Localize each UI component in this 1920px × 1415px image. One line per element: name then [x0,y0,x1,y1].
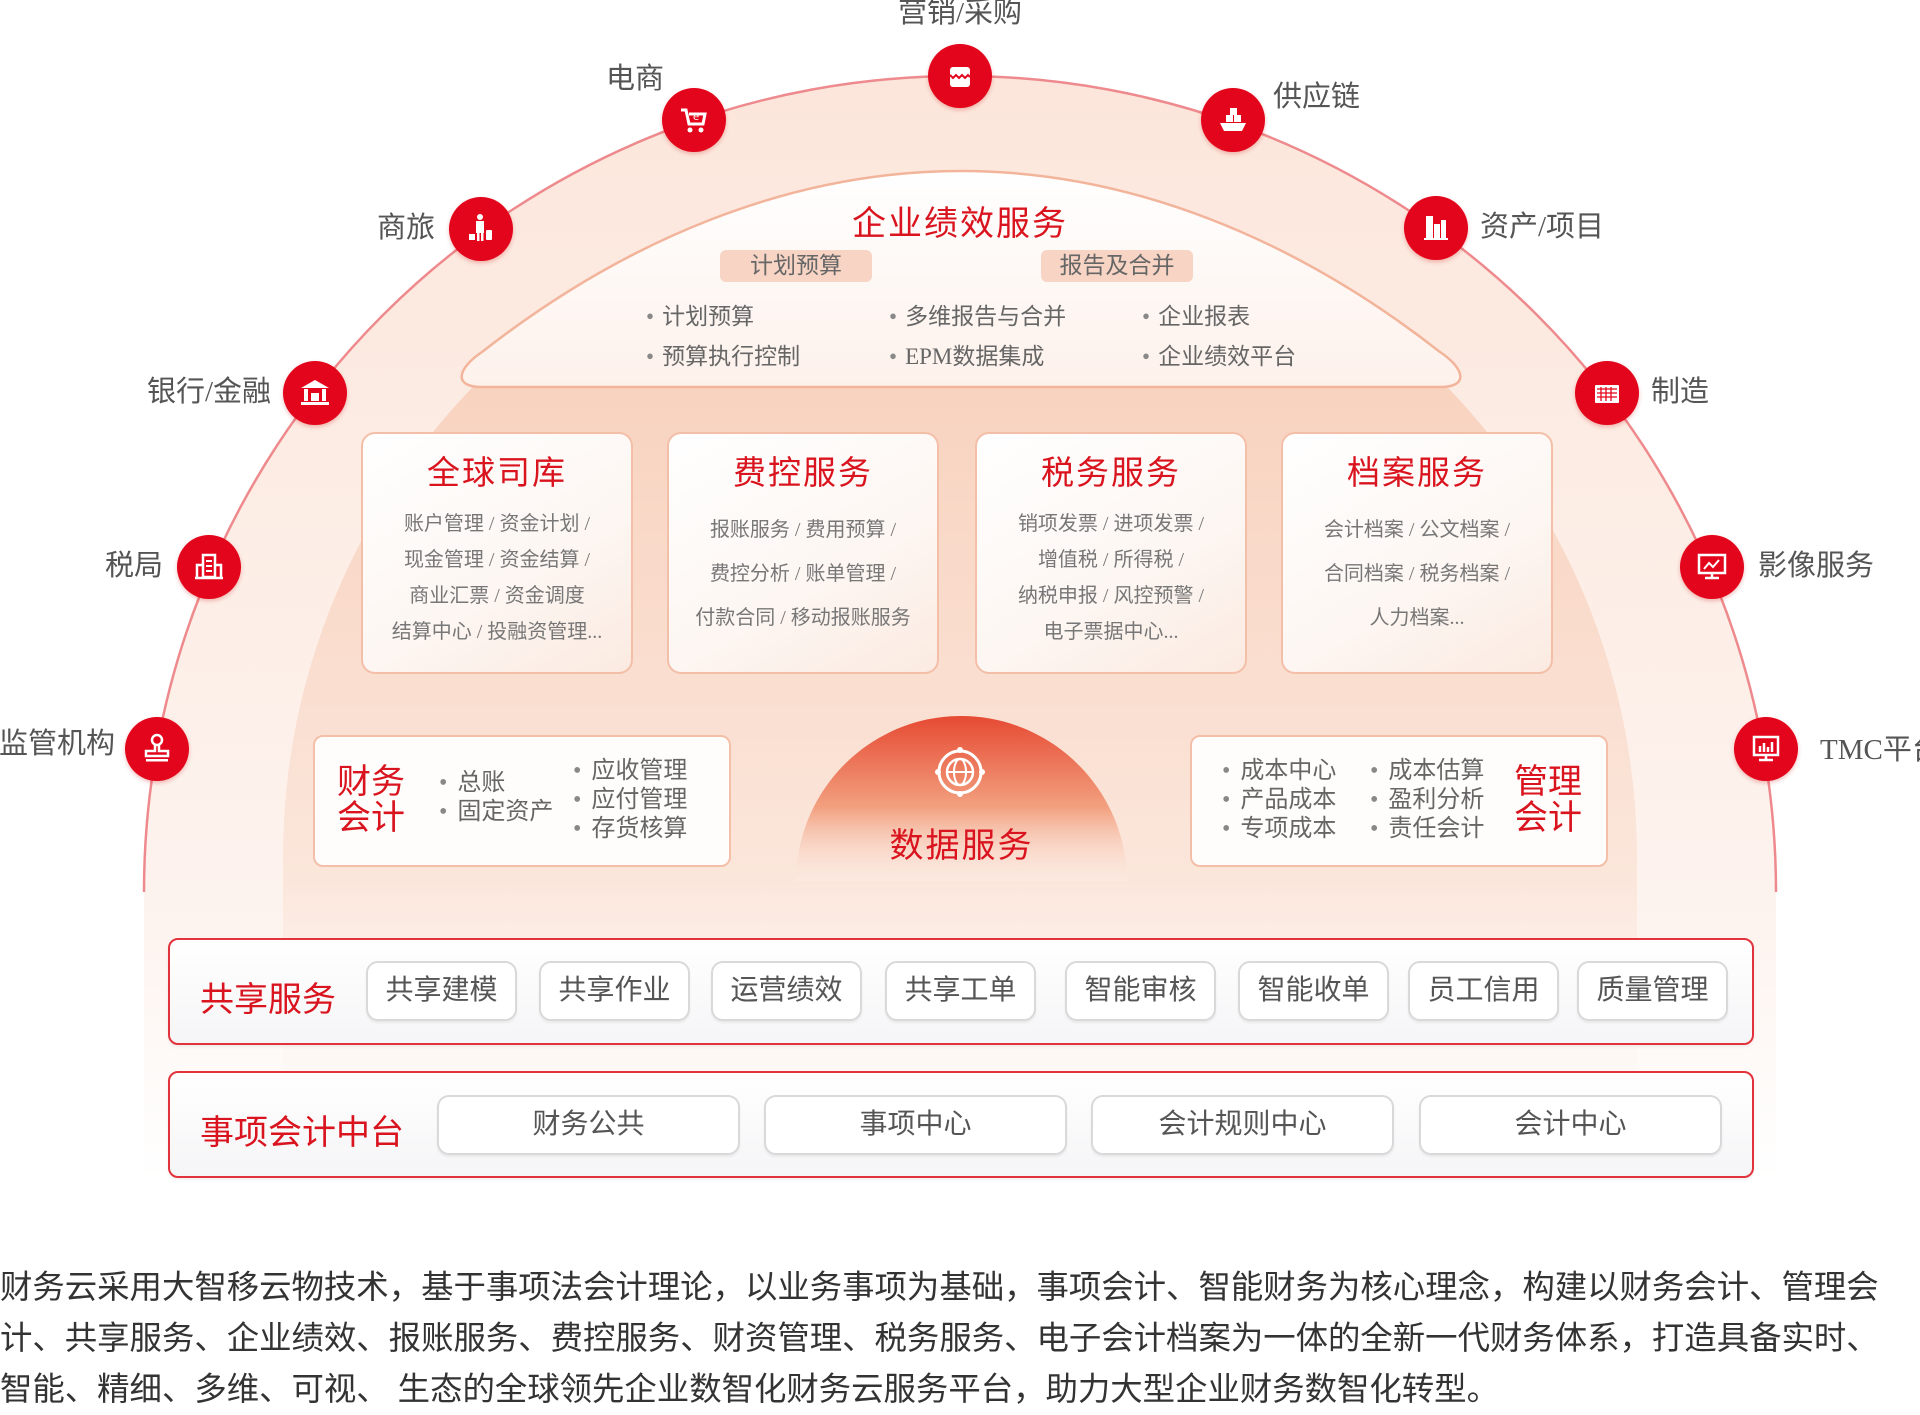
bank-icon [283,361,347,425]
matter-accounting-platform-bar: 事项会计中台 财务公共事项中心会计规则中心会计中心 [168,1071,1754,1178]
shopping-cart-icon: e [662,88,726,152]
card-line: 现金管理 / 资金结算 / [403,549,591,571]
accounting-item: 固定资产 [439,798,553,827]
module-button[interactable]: 会计规则中心 [1091,1095,1394,1155]
data-service-title: 数据服务 [889,828,1034,865]
shared-services-label: 共享服务 [200,982,336,1019]
card-line: 销项发票 / 进项发票 / [1017,513,1205,535]
traveler-luggage-icon [449,197,513,261]
module-button[interactable]: 质量管理 [1577,961,1728,1021]
card-line: 会计档案 / 公文档案 / [1323,519,1511,541]
card-line: 结算中心 / 投融资管理... [391,621,603,643]
buildings-icon [1404,196,1468,260]
module-button[interactable]: 共享工单 [885,961,1036,1021]
card-line: 报账服务 / 费用预算 / [709,519,897,541]
globe-icon [935,747,985,797]
ecosystem-label: 影像服务 [1758,550,1875,582]
management-accounting-box: 成本中心 产品成本 专项成本 成本估算 盈利分析 责任会计 管理 会计 [1190,735,1608,867]
tag-report-consolidation: 报告及合并 [1041,250,1193,282]
title-line: 财务 [337,764,405,801]
ecosystem-label: 制造 [1651,376,1710,408]
title-line: 会计 [1514,800,1582,837]
monitor-chart-icon [1680,535,1744,599]
card-tax-service: 税务服务 销项发票 / 进项发票 / 增值税 / 所得税 / 纳税申报 / 风控… [975,432,1247,674]
financial-accounting-box: 财务 会计 总账 固定资产 应收管理 应付管理 存货核算 [313,735,731,867]
cargo-ship-icon [1201,88,1265,152]
card-expense-control: 费控服务 报账服务 / 费用预算 / 费控分析 / 账单管理 / 付款合同 / … [667,432,939,674]
title-line: 会计 [337,800,405,837]
management-accounting-title: 管理 会计 [1514,765,1582,837]
ecosystem-label: 资产/项目 [1480,211,1605,243]
card-title: 税务服务 [1041,456,1181,492]
performance-panel [460,169,1462,389]
performance-item: EPM数据集成 [889,337,1044,371]
tag-plan-budget: 计划预算 [720,250,872,282]
module-button[interactable]: 共享建模 [366,961,517,1021]
factory-icon [1575,361,1639,425]
accounting-item: 产品成本 [1222,786,1336,815]
accounting-item: 盈利分析 [1370,786,1484,815]
accounting-item: 应付管理 [573,786,687,815]
financial-accounting-title: 财务 会计 [337,765,405,837]
card-line: 账户管理 / 资金计划 / [403,513,591,535]
accounting-item: 总账 [439,769,553,798]
card-line: 人力档案... [1369,607,1465,629]
screen-bar-chart-icon [1734,717,1798,781]
card-line: 增值税 / 所得税 / [1037,549,1185,571]
card-line: 电子票据中心... [1043,621,1179,643]
accounting-item: 存货核算 [573,815,687,844]
performance-item: 企业绩效平台 [1142,337,1296,371]
card-archive-service: 档案服务 会计档案 / 公文档案 / 合同档案 / 税务档案 / 人力档案... [1281,432,1553,674]
card-line: 费控分析 / 账单管理 / [709,563,897,585]
ecosystem-label: 税局 [104,550,163,582]
ecosystem-label: 营销/采购 [897,0,1023,29]
accounting-item: 应收管理 [573,757,687,786]
card-global-treasury: 全球司库 账户管理 / 资金计划 / 现金管理 / 资金结算 / 商业汇票 / … [361,432,633,674]
tax-office-icon [177,535,241,599]
ecosystem-label: 银行/金融 [146,376,271,408]
accounting-item: 成本估算 [1370,757,1484,786]
stamp-icon [125,717,189,781]
accounting-item: 专项成本 [1222,815,1336,844]
performance-item: 计划预算 [646,297,754,331]
card-line: 付款合同 / 移动报账服务 [695,607,911,629]
inner-dome [283,180,1637,1180]
module-button[interactable]: 运营绩效 [711,961,862,1021]
card-title: 费控服务 [733,456,873,492]
ecosystem-label: 商旅 [376,212,435,244]
matter-platform-label: 事项会计中台 [200,1115,404,1152]
performance-title: 企业绩效服务 [852,206,1068,243]
module-button[interactable]: 事项中心 [764,1095,1067,1155]
module-button[interactable]: 智能收单 [1238,961,1389,1021]
module-button[interactable]: 会计中心 [1419,1095,1722,1155]
ecosystem-label: TMC平台 [1820,734,1920,766]
data-service-dome [796,716,1127,882]
card-line: 合同档案 / 税务档案 / [1323,563,1511,585]
description-paragraph: 财务云采用大智移云物技术，基于事项法会计理论，以业务事项为基础，事项会计、智能财… [0,1269,1879,1407]
accounting-item: 责任会计 [1370,815,1484,844]
ecosystem-label: 监管机构 [0,728,115,760]
accounting-item: 成本中心 [1222,757,1336,786]
card-line: 纳税申报 / 风控预警 / [1017,585,1205,607]
performance-item: 多维报告与合并 [889,297,1066,331]
module-button[interactable]: 员工信用 [1408,961,1559,1021]
module-button[interactable]: 共享作业 [539,961,690,1021]
ecosystem-label: 供应链 [1273,81,1361,113]
performance-item: 企业报表 [1142,297,1250,331]
performance-item: 预算执行控制 [646,337,800,371]
module-button[interactable]: 财务公共 [437,1095,740,1155]
store-icon [928,44,992,108]
card-line: 商业汇票 / 资金调度 [409,585,585,607]
card-title: 档案服务 [1347,456,1487,492]
shared-services-bar: 共享服务 共享建模共享作业运营绩效共享工单智能审核智能收单员工信用质量管理 [168,938,1754,1045]
module-button[interactable]: 智能审核 [1065,961,1216,1021]
ecosystem-label: 电商 [605,63,664,95]
card-title: 全球司库 [427,456,567,492]
title-line: 管理 [1514,764,1582,801]
svg-text:e: e [693,112,699,123]
